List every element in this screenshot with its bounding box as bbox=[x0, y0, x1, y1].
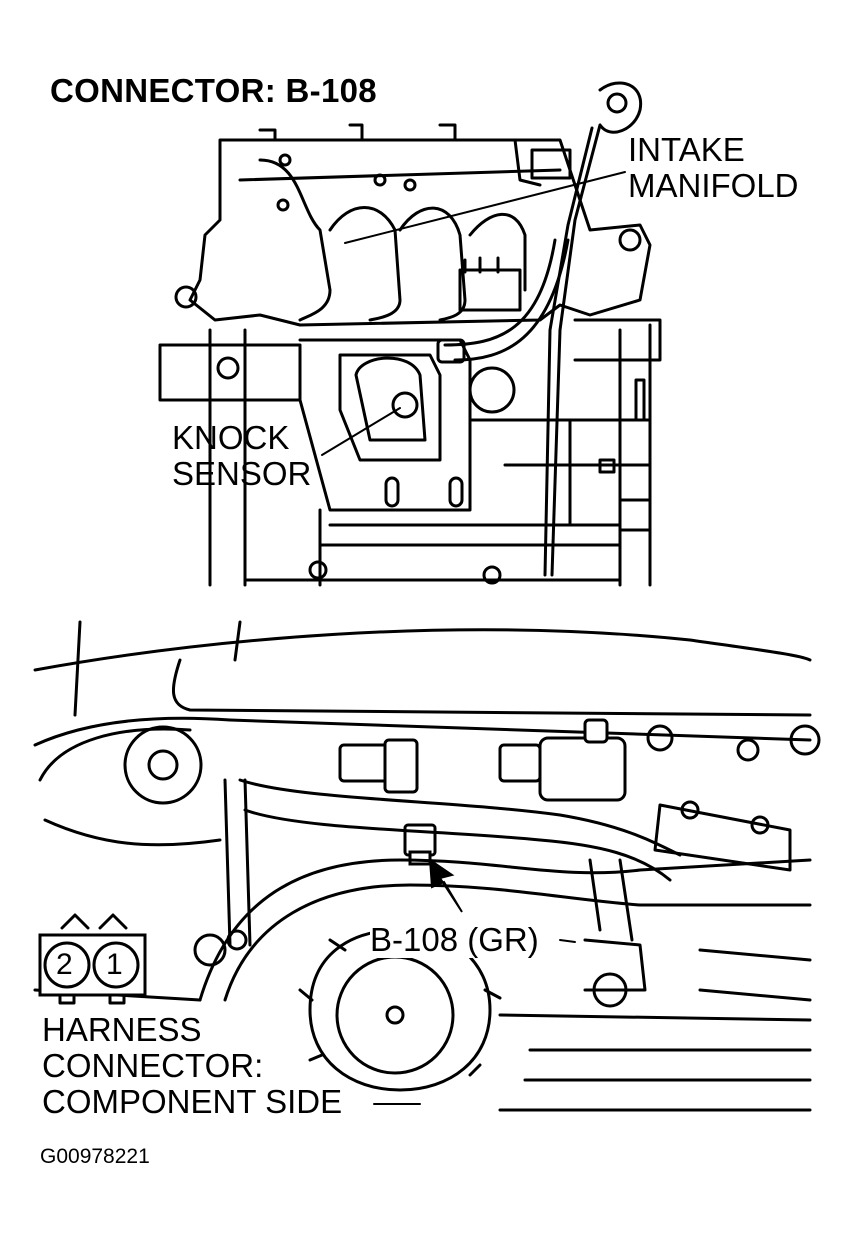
harness-label-line2: CONNECTOR: bbox=[42, 1047, 264, 1084]
figure-code: G00978221 bbox=[40, 1145, 150, 1168]
engine-bottom-view bbox=[33, 620, 821, 1112]
knock-sensor-label-line2: SENSOR bbox=[172, 455, 312, 492]
page-title: CONNECTOR: B-108 bbox=[50, 72, 377, 109]
intake-manifold-label-line2: MANIFOLD bbox=[628, 167, 799, 204]
pin-2-label: 2 bbox=[56, 948, 73, 981]
harness-label-line1: HARNESS bbox=[42, 1011, 202, 1048]
knock-sensor-leader bbox=[321, 407, 401, 456]
connector-face-icon bbox=[38, 913, 147, 1005]
engine-top-view bbox=[158, 81, 662, 587]
pin-1-label: 1 bbox=[106, 948, 123, 981]
knock-sensor-label-line1: KNOCK bbox=[172, 419, 290, 456]
connector-arrow bbox=[428, 858, 463, 913]
harness-label-line3: COMPONENT SIDE bbox=[42, 1083, 343, 1120]
intake-manifold-leader bbox=[344, 171, 626, 244]
intake-manifold-label-line1: INTAKE bbox=[628, 131, 745, 168]
connector-id-label: B-108 (GR) bbox=[370, 921, 539, 958]
